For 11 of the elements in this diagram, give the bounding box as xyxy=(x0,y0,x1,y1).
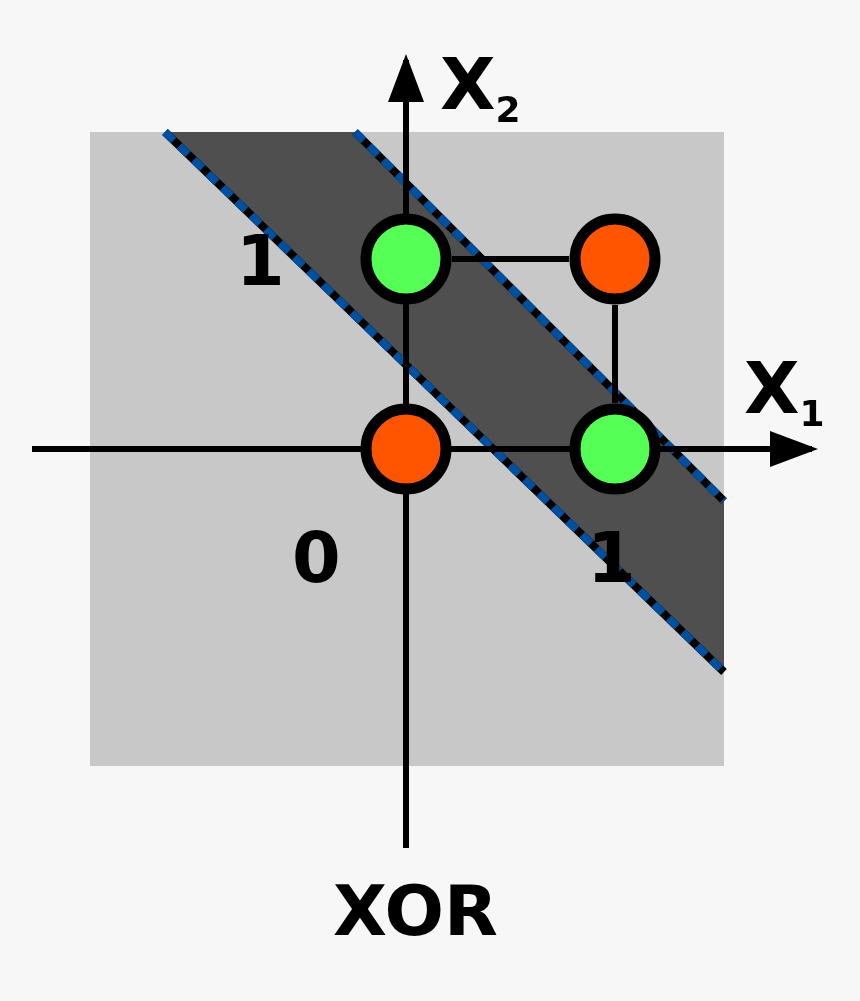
tick-label: 0 xyxy=(292,523,341,593)
data-point xyxy=(569,403,661,495)
data-point xyxy=(360,403,452,495)
data-point xyxy=(569,213,661,305)
connector-line xyxy=(452,256,569,262)
axis-label: X$_{2}$ xyxy=(440,48,521,128)
tick-label: 1 xyxy=(236,226,285,296)
connector-line xyxy=(612,305,618,403)
data-point xyxy=(360,213,452,305)
caption: XOR xyxy=(333,876,498,946)
axis-label: X$_{1}$ xyxy=(744,352,825,432)
